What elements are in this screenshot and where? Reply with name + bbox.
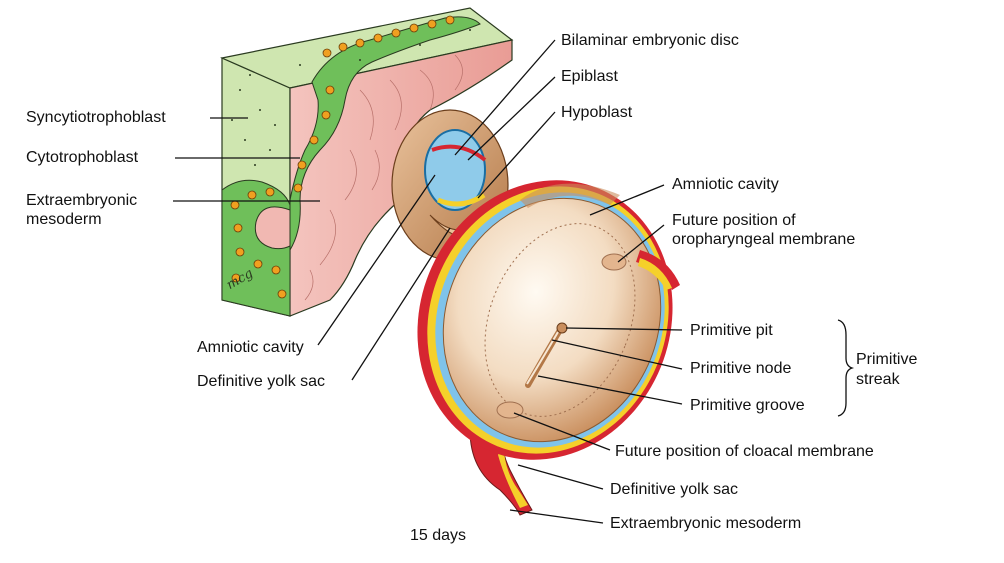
label-primitive-streak-1: Primitive: [856, 351, 918, 368]
label-extraembryonic-mesoderm-right: Extraembryonic mesoderm: [610, 515, 802, 532]
label-amniotic-cavity-left: Amniotic cavity: [197, 339, 304, 356]
mesoderm-inlet: [254, 206, 291, 250]
tan-cap-top: [520, 183, 620, 208]
label-cytotrophoblast: Cytotrophoblast: [26, 149, 139, 166]
syncytio-stipple: [231, 29, 471, 166]
hypoblast-layer: [437, 192, 486, 207]
embryo-outline: [484, 223, 636, 417]
label-primitive-node: Primitive node: [690, 360, 792, 377]
label-bilaminar-embryonic-disc: Bilaminar embryonic disc: [561, 32, 739, 49]
label-definitive-yolk-sac-right: Definitive yolk sac: [610, 481, 739, 498]
right-fold-yellow: [638, 258, 672, 290]
yolk-sac-tail: [498, 430, 528, 508]
label-extraembryonic-mesoderm-left-2: mesoderm: [26, 211, 102, 228]
label-epiblast: Epiblast: [561, 68, 618, 85]
label-primitive-streak-2: streak: [856, 371, 900, 388]
primitive-pit: [556, 322, 568, 334]
label-future-cloacal: Future position of cloacal membrane: [615, 443, 874, 460]
label-hypoblast: Hypoblast: [561, 104, 633, 121]
label-future-oropharyngeal-1: Future position of: [672, 212, 796, 229]
label-extraembryonic-mesoderm-left-1: Extraembryonic: [26, 192, 138, 209]
leader-lines: [173, 39, 683, 524]
label-amniotic-cavity-right: Amniotic cavity: [672, 176, 779, 193]
cell-nuclei: [230, 15, 455, 299]
primitive-groove-line: [526, 331, 559, 385]
label-future-oropharyngeal-2: oropharyngeal membrane: [672, 231, 856, 248]
primitive-streak-brace: [837, 319, 855, 417]
oropharyngeal-membrane-spot: [601, 253, 627, 271]
label-syncytiotrophoblast: Syncytiotrophoblast: [26, 109, 166, 126]
figure-caption: 15 days: [410, 527, 467, 544]
epiblast-layer: [431, 144, 487, 162]
label-primitive-pit: Primitive pit: [690, 322, 773, 339]
label-definitive-yolk-sac-left: Definitive yolk sac: [197, 373, 326, 390]
mesoderm-fibers: [304, 54, 463, 301]
label-primitive-groove: Primitive groove: [690, 397, 805, 414]
